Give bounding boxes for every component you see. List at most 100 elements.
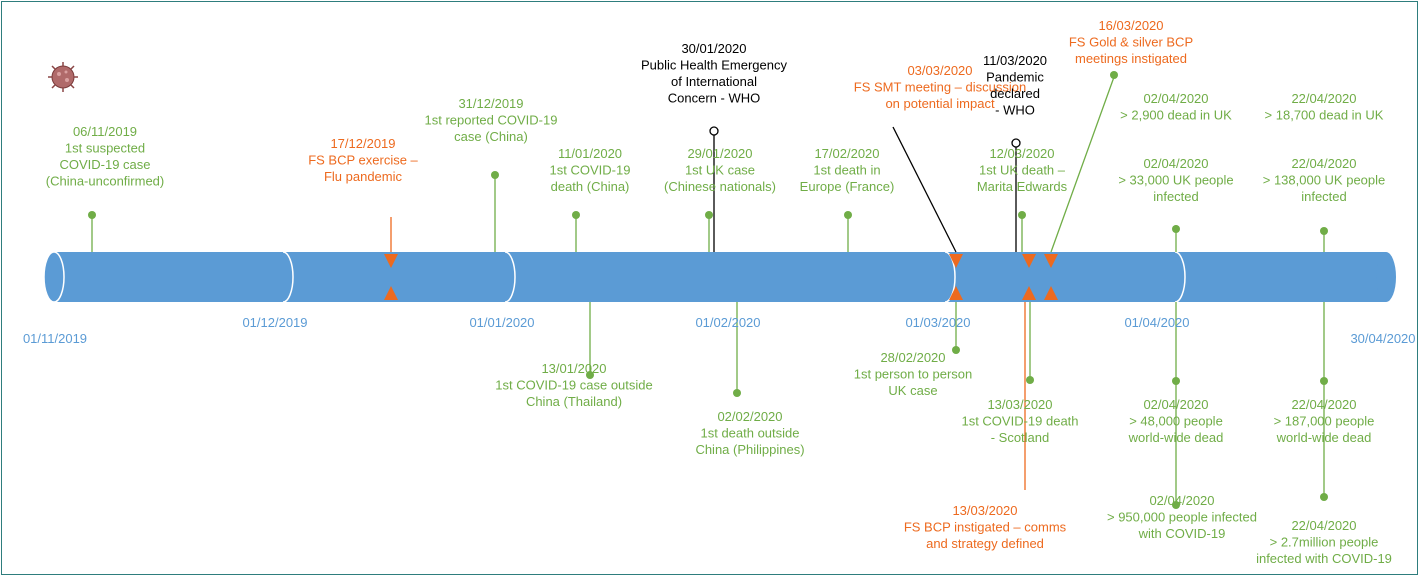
event-label-line: 16/03/2020 xyxy=(1098,18,1163,33)
event-label-line: 13/03/2020 xyxy=(952,503,1017,518)
event-label-line: world-wide dead xyxy=(1128,430,1224,445)
event-dot xyxy=(733,389,741,397)
event-label-line: Flu pandemic xyxy=(324,169,403,184)
event-label-line: UK case xyxy=(888,383,937,398)
event-label-line: 1st person to person xyxy=(854,367,973,382)
connector-dots xyxy=(88,71,1328,509)
event-dot-open xyxy=(709,126,719,136)
event-label-line: infected with COVID-19 xyxy=(1256,551,1392,566)
event-dot xyxy=(1172,501,1180,509)
event-dot xyxy=(705,211,713,219)
event-label-line: declared xyxy=(990,86,1040,101)
month-label: 01/11/2019 xyxy=(23,331,87,346)
event-label: 02/04/2020 > 2,900 dead in UK xyxy=(1120,91,1232,123)
event-label-line: 1st COVID-19 case outside xyxy=(495,378,653,393)
orange-marker xyxy=(1022,254,1036,268)
event-dot xyxy=(844,211,852,219)
event-label-line: 17/12/2019 xyxy=(330,136,395,151)
event-dot xyxy=(491,171,499,179)
event-label-line: 02/02/2020 xyxy=(717,409,782,424)
event-label-line: 11/01/2020 xyxy=(558,146,622,161)
timeline-bar xyxy=(43,251,1396,303)
event-label-line: 02/04/2020 xyxy=(1143,91,1208,106)
event-label-line: - WHO xyxy=(995,103,1035,118)
event-label-line: 1st reported COVID-19 xyxy=(425,113,558,128)
event-label-line: FS Gold & silver BCP xyxy=(1069,35,1193,50)
event-label-line: > 2,900 dead in UK xyxy=(1120,108,1232,123)
event-label-line: 02/04/2020 xyxy=(1149,493,1214,508)
event-label-line: (Chinese nationals) xyxy=(664,179,776,194)
event-dot xyxy=(1320,227,1328,235)
month-label: 01/01/2020 xyxy=(469,315,534,330)
event-dot xyxy=(88,211,96,219)
event-label-line: 22/04/2020 xyxy=(1291,91,1356,106)
event-label-line: Public Health Emergency xyxy=(641,58,787,73)
month-label: 30/04/2020 xyxy=(1350,331,1415,346)
event-label-line: FS SMT meeting – discussion xyxy=(854,80,1026,95)
event-label-line: case (China) xyxy=(454,129,528,144)
event-label-line: Marita Edwards xyxy=(977,179,1068,194)
event-label-line: infected xyxy=(1153,189,1199,204)
event-label-line: death (China) xyxy=(551,179,630,194)
event-label-line: China (Philippines) xyxy=(695,442,804,457)
event-label-line: China (Thailand) xyxy=(526,394,622,409)
connectors xyxy=(91,76,1325,505)
event-dot xyxy=(1172,377,1180,385)
event-label-line: 03/03/2020 xyxy=(907,63,972,78)
event-label-line: > 48,000 people xyxy=(1129,414,1223,429)
event-label: 22/04/2020 > 18,700 dead in UK xyxy=(1265,91,1384,123)
event-label-line: infected xyxy=(1301,189,1347,204)
event-label-line: Concern - WHO xyxy=(668,91,760,106)
month-label: 01/12/2019 xyxy=(242,315,307,330)
event-label-line: 1st suspected xyxy=(65,141,145,156)
event-label-line: 17/02/2020 xyxy=(814,146,879,161)
event-label-line: of International xyxy=(671,74,757,89)
event-dot xyxy=(1018,211,1026,219)
event-label-line: > 18,700 dead in UK xyxy=(1265,108,1384,123)
event-label-line: 1st COVID-19 death xyxy=(961,414,1078,429)
orange-markers xyxy=(384,254,1058,300)
event-label-line: Europe (France) xyxy=(800,179,895,194)
event-label-line: with COVID-19 xyxy=(1138,526,1226,541)
orange-marker xyxy=(949,286,963,300)
event-dot xyxy=(586,371,594,379)
event-label-line: FS BCP instigated – comms xyxy=(904,520,1067,535)
month-label: 01/04/2020 xyxy=(1124,315,1189,330)
event-label-line: (China-unconfirmed) xyxy=(46,174,165,189)
event-label-line: 30/01/2020 xyxy=(681,41,746,56)
event-label-line: meetings instigated xyxy=(1075,51,1187,66)
orange-marker xyxy=(1044,254,1058,268)
virus-icon xyxy=(48,62,78,92)
event-label-line: 02/04/2020 xyxy=(1143,397,1208,412)
event-dot xyxy=(1110,71,1118,79)
event-dot xyxy=(572,211,580,219)
event-label-line: > 2.7million people xyxy=(1270,535,1379,550)
orange-marker xyxy=(1022,286,1036,300)
event-dot xyxy=(952,346,960,354)
event-dot-open xyxy=(1011,138,1021,148)
orange-marker xyxy=(949,254,963,268)
event-label-line: 22/04/2020 xyxy=(1291,397,1356,412)
orange-marker xyxy=(384,254,398,268)
event-label-line: COVID-19 case xyxy=(59,157,150,172)
orange-marker xyxy=(384,286,398,300)
event-label-line: > 33,000 UK people xyxy=(1118,173,1233,188)
event-label-line: 1st UK death – xyxy=(979,163,1066,178)
